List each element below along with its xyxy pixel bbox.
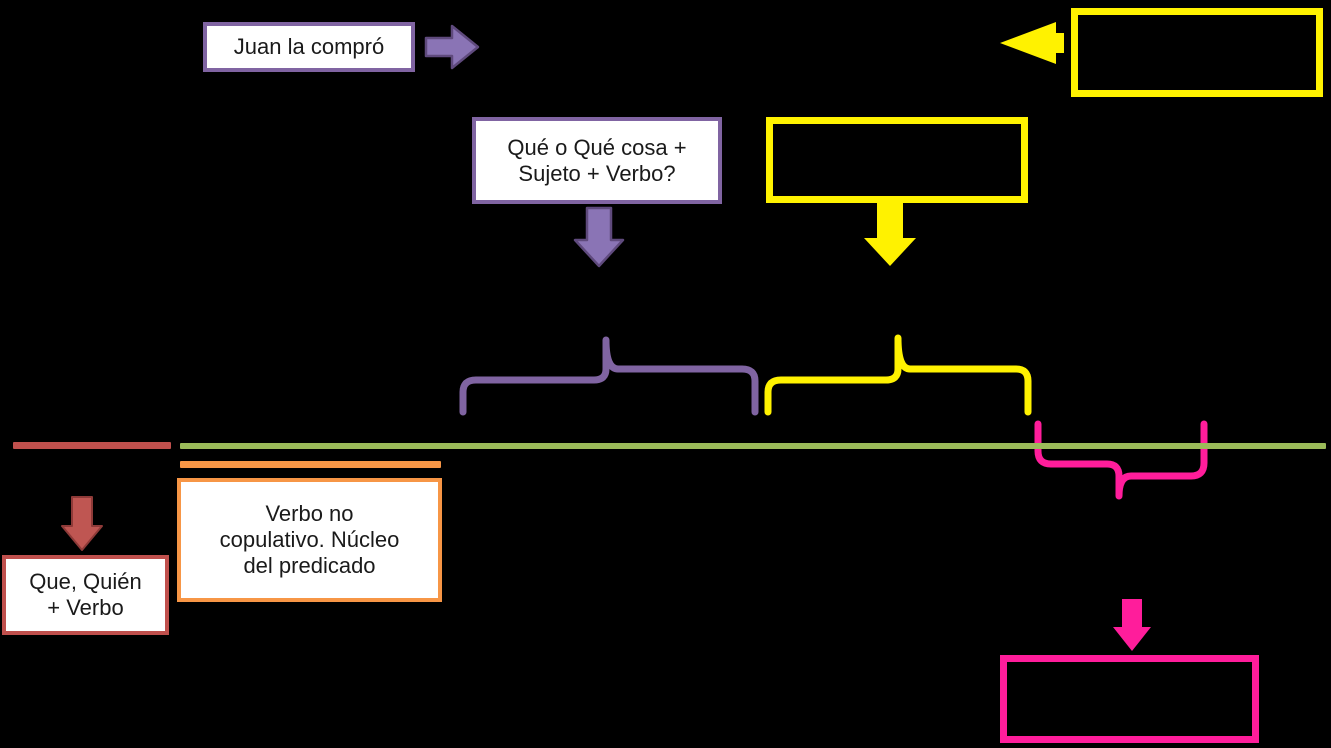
yellow-left-arrow-icon	[1000, 22, 1064, 64]
subject-question-box[interactable]: Que, Quién + Verbo	[2, 555, 169, 635]
verb-description-line2: copulativo. Núcleo	[219, 527, 400, 553]
verb-description-line3: del predicado	[243, 552, 376, 578]
yellow-down-arrow-icon	[864, 203, 916, 266]
purple-brace-direct-object	[459, 336, 759, 416]
verb-description-line1: Verbo no	[265, 501, 354, 527]
pink-down-arrow-icon	[1113, 599, 1151, 651]
purple-right-arrow-icon	[424, 24, 480, 70]
verb-underline	[180, 461, 441, 468]
subject-example-box[interactable]: Juan la compró	[203, 22, 415, 72]
subject-underline	[13, 442, 171, 449]
object-question-line1: Qué o Qué cosa +	[507, 134, 687, 160]
object-question-box[interactable]: Qué o Qué cosa + Sujeto + Verbo?	[472, 117, 722, 204]
object-question-line2: Sujeto + Verbo?	[518, 160, 676, 186]
predicate-underline	[180, 443, 1326, 449]
empty-pink-box-bottom-right[interactable]	[1000, 655, 1259, 743]
red-down-arrow-icon	[61, 496, 103, 551]
pink-brace-complement	[1034, 420, 1208, 500]
subject-example-label: Juan la compró	[233, 34, 385, 60]
verb-description-box[interactable]: Verbo no copulativo. Núcleo del predicad…	[177, 478, 442, 602]
empty-yellow-box-middle[interactable]	[766, 117, 1028, 203]
subject-question-line1: Que, Quién	[29, 569, 142, 595]
purple-down-arrow-icon	[573, 206, 625, 268]
yellow-brace-complement	[764, 334, 1032, 416]
empty-yellow-box-top-right[interactable]	[1071, 8, 1323, 97]
subject-question-line2: + Verbo	[47, 595, 124, 620]
